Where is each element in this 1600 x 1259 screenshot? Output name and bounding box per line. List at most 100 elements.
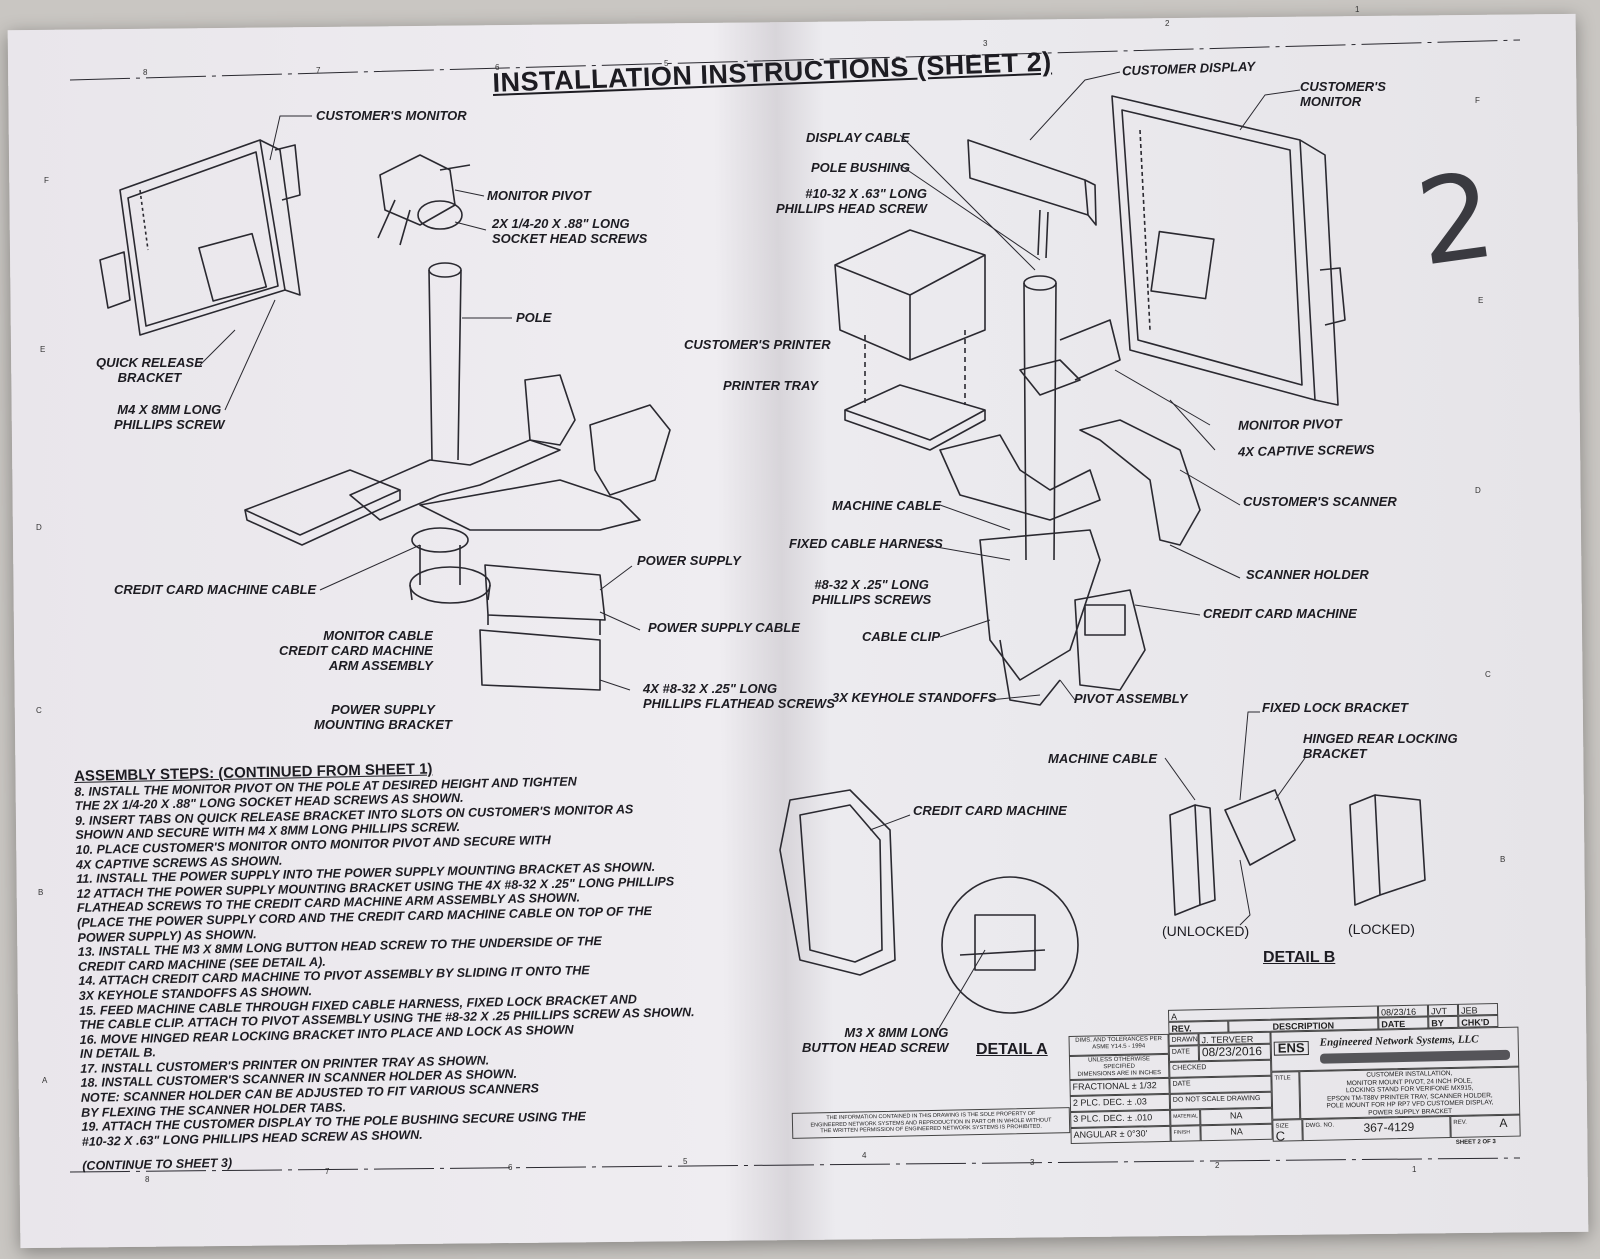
callout-detail-a-credit-card-machine: CREDIT CARD MACHINE [913,803,1067,818]
tb-rev-cell: REV. A [1450,1114,1521,1139]
callout-customers-monitor-right: CUSTOMER'S MONITOR [1300,79,1386,109]
callout-scanner-holder: SCANNER HOLDER [1246,567,1369,582]
tb-rev: A [1499,1115,1508,1130]
zone-right-D: D [1475,486,1481,495]
ens-logo: ENS [1273,1040,1309,1056]
tb-tol-note: UNLESS OTHERWISE SPECIFIED DIMENSIONS AR… [1068,1053,1170,1080]
tb-drawn-lbl: DRAWN [1168,1033,1199,1046]
border-top [69,39,1521,81]
detail-a-label: DETAIL A [976,1041,1048,1058]
tb-material-lbl: MATERIAL [1170,1109,1201,1126]
callout-monitor-pivot-left: MONITOR PIVOT [487,188,591,203]
callout-customers-monitor-left: CUSTOMER'S MONITOR [316,108,467,123]
tb-size-lbl: SIZE C [1272,1119,1303,1142]
tb-angular: ANGULAR ± 0°30' [1070,1125,1171,1144]
right-customer-display-drawing [967,139,1097,259]
tb-material: NA [1200,1107,1273,1126]
company-name: Engineered Network Systems, LLC [1319,1033,1479,1049]
detail-b-drawing [1169,789,1426,926]
zone-bottom-1: 1 [1412,1165,1417,1174]
callout-power-supply-cable: POWER SUPPLY CABLE [648,620,800,635]
right-monitor-drawing [1111,95,1346,406]
right-pole-assembly-drawing [939,275,1201,706]
zone-top-8: 8 [143,68,148,77]
assembly-steps: ASSEMBLY STEPS: (CONTINUED FROM SHEET 1)… [74,756,772,1174]
tb-tol-hdr: DIMS. AND TOLERANCES PER ASME Y14.5 - 19… [1068,1033,1169,1056]
tb-company-cell: ENS Engineered Network Systems, LLC [1270,1026,1520,1072]
zone-top-6: 6 [495,63,500,72]
zone-left-D: D [36,523,42,532]
callout-fixed-cable-harness: FIXED CABLE HARNESS [789,536,943,551]
zone-bottom-5: 5 [683,1157,688,1166]
label-unlocked: (UNLOCKED) [1162,923,1250,939]
callout-monitor-pivot-right: MONITOR PIVOT [1237,416,1342,433]
zone-right-B: B [1500,855,1505,864]
redacted-address [1319,1049,1511,1064]
tb-date: 08/23/2016 [1198,1043,1272,1062]
zone-top-2: 2 [1165,19,1170,28]
tb-sheet: SHEET 2 OF 3 [1455,1139,1496,1146]
tb-title: CUSTOMER INSTALLATION, MONITOR MOUNT PIV… [1299,1066,1521,1120]
callout-4x-captive-screws: 4X CAPTIVE SCREWS [1237,441,1375,460]
tb-dwg-cell: DWG. NO. 367-4129 [1302,1116,1451,1142]
zone-top-7: 7 [316,66,321,75]
tb-rev-lbl: REV. [1453,1119,1467,1126]
leader-lines [199,71,1306,1036]
callout-socket-head-screws: 2X 1/4-20 X .88" LONG SOCKET HEAD SCREWS [492,216,648,246]
callout-detail-b-machine-cable: MACHINE CABLE [1048,751,1158,766]
callout-power-supply: POWER SUPPLY [637,553,741,568]
callout-customers-printer: CUSTOMER'S PRINTER [684,337,831,352]
tb-rev-by: JVT [1427,1003,1459,1017]
callout-pole: POLE [516,310,552,325]
callout-monitor-cable-arm-assembly: MONITOR CABLE CREDIT CARD MACHINE ARM AS… [279,628,433,673]
callout-pole-bushing: POLE BUSHING [811,160,910,175]
tb-size: C [1275,1128,1286,1142]
callout-customers-scanner: CUSTOMER'S SCANNER [1243,494,1397,509]
zone-left-E: E [40,345,45,354]
callout-8-32-screws: #8-32 X .25" LONG PHILLIPS SCREWS [812,577,932,607]
zone-bottom-4: 4 [862,1151,867,1160]
left-monitor-drawing [99,139,301,336]
assembly-steps-list: 8. INSTALL THE MONITOR PIVOT ON THE POLE… [74,770,771,1149]
zone-bottom-2: 2 [1215,1161,1220,1170]
zone-left-A: A [42,1076,48,1085]
tb-date-lbl: DATE [1168,1045,1200,1062]
tb-title-lbl: TITLE [1271,1071,1301,1120]
zone-top-3: 3 [983,39,988,48]
callout-cable-clip: CABLE CLIP [862,629,940,644]
callout-printer-tray: PRINTER TRAY [723,378,819,393]
callout-keyhole-standoffs: 3X KEYHOLE STANDOFFS [832,690,997,705]
callout-fixed-lock-bracket: FIXED LOCK BRACKET [1262,700,1408,715]
title-block: A 08/23/16 JVT JEB REV. DESCRIPTION DATE… [1068,1002,1521,1164]
callout-display-cable: DISPLAY CABLE [806,130,910,145]
zone-right-F: F [1475,96,1480,105]
left-monitor-pivot-drawing [377,154,471,246]
zone-left-C: C [36,706,42,715]
zone-left-B: B [38,888,43,897]
zone-right-E: E [1478,296,1483,305]
callout-m4-screw: M4 X 8MM LONG PHILLIPS SCREW [114,402,225,432]
tb-rev-chkd: JEB [1457,1002,1499,1016]
tb-chkd-hdr: CHK'D [1458,1014,1499,1028]
tb-date-hdr: DATE [1378,1016,1429,1030]
tb-dwg-lbl: DWG. NO. [1305,1122,1335,1130]
tb-rev-date: 08/23/16 [1377,1004,1429,1018]
detail-a-drawing [779,789,1079,1014]
label-locked: (LOCKED) [1348,921,1415,937]
zone-left-F: F [44,176,49,185]
border-zone-labels: 8 7 6 5 3 2 1 8 7 6 5 4 3 2 1 F E D C B … [36,5,1505,1184]
callout-power-supply-mounting-bracket: POWER SUPPLY MOUNTING BRACKET [314,702,452,732]
zone-bottom-8: 8 [145,1175,150,1184]
zone-right-C: C [1485,670,1491,679]
callout-machine-cable: MACHINE CABLE [832,498,942,513]
zone-bottom-7: 7 [325,1167,330,1176]
callout-credit-card-machine: CREDIT CARD MACHINE [1203,606,1357,621]
zone-bottom-3: 3 [1030,1158,1035,1167]
zone-bottom-6: 6 [508,1163,513,1172]
zone-top-5: 5 [664,59,669,68]
callout-flathead-screws: 4X #8-32 X .25" LONG PHILLIPS FLATHEAD S… [643,681,835,711]
tb-dwg-no: 367-4129 [1363,1119,1415,1135]
border-bottom [69,1157,1521,1173]
tb-finish: NA [1200,1123,1273,1142]
